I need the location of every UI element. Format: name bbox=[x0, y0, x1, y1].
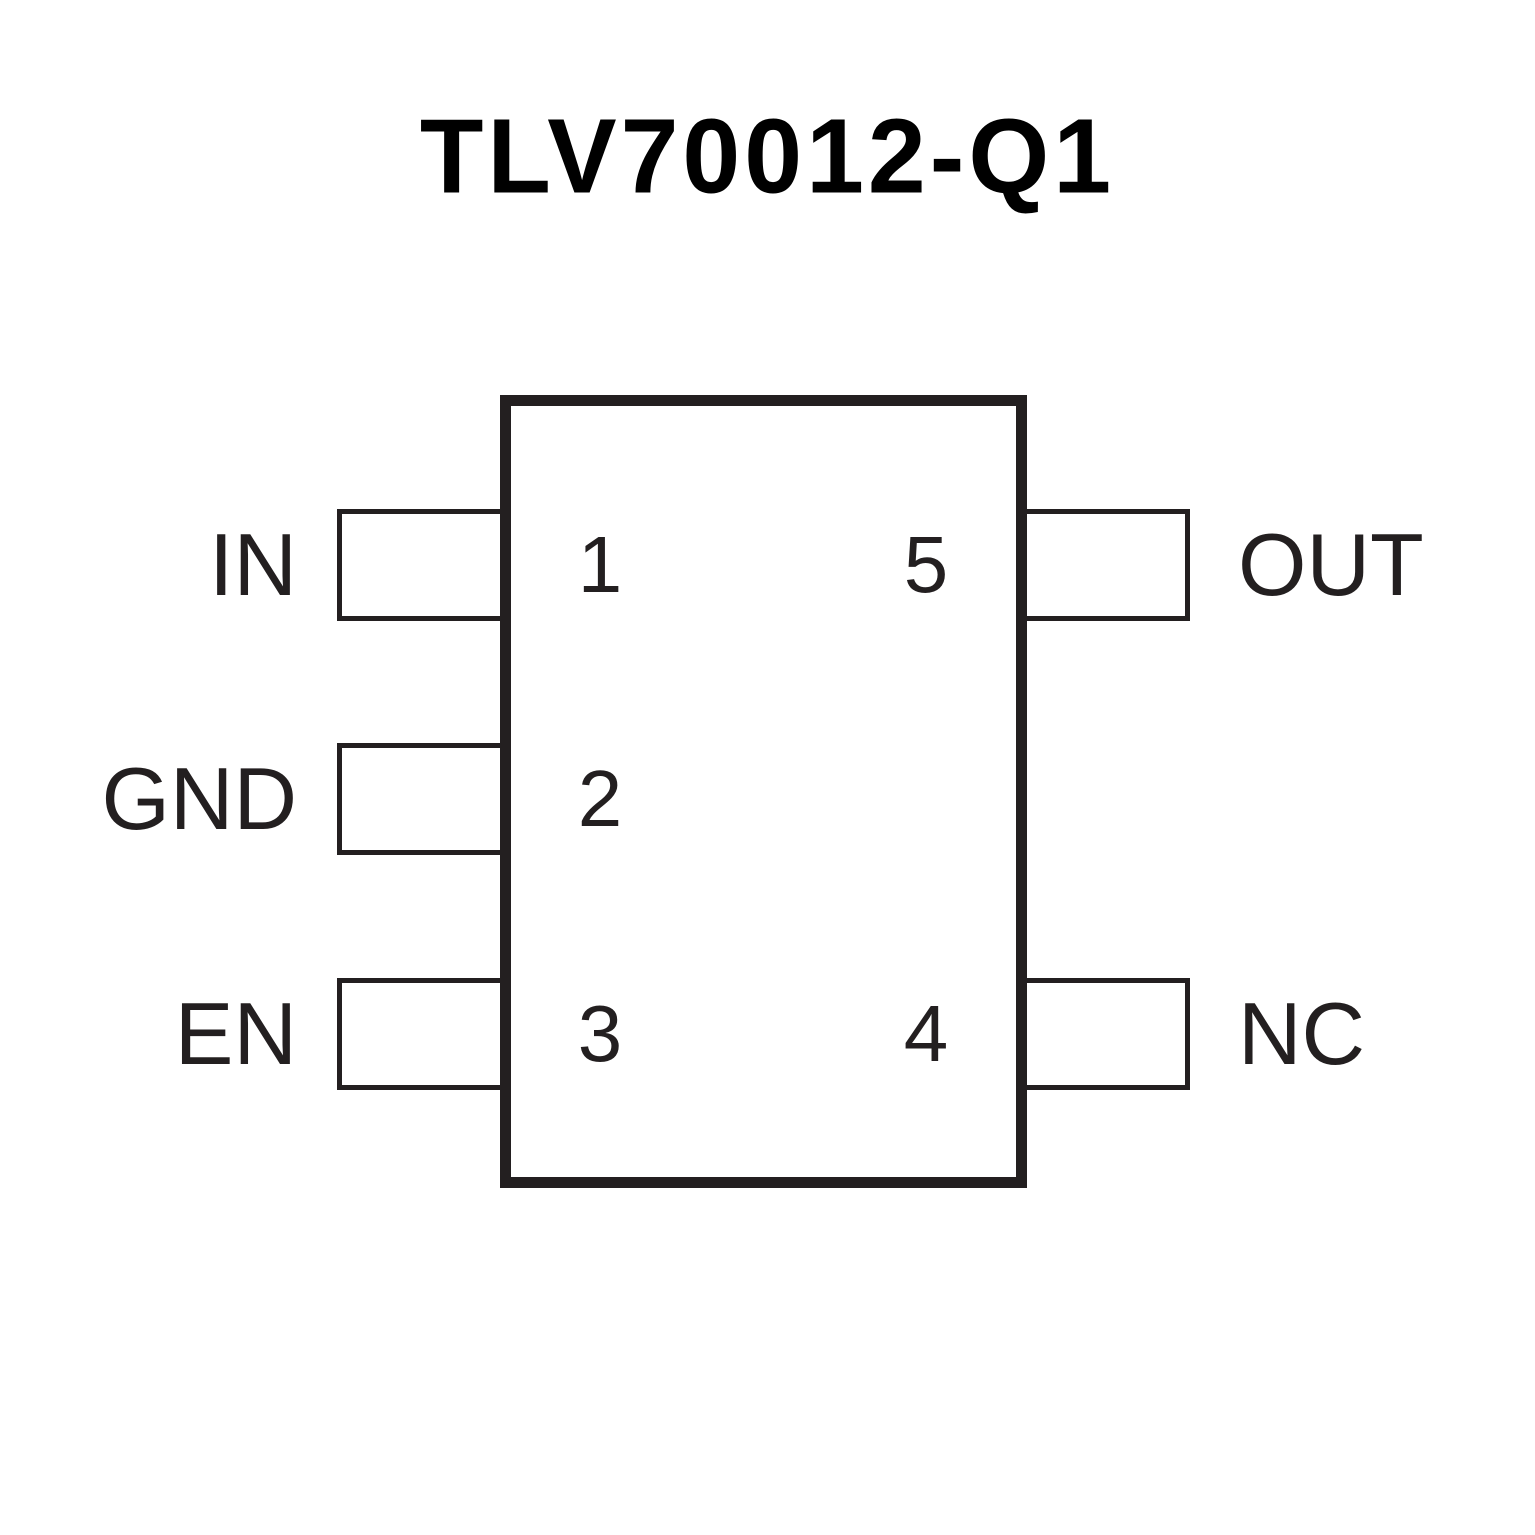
chip-title: TLV70012-Q1 bbox=[419, 97, 1116, 217]
pin-label-nc: NC bbox=[1238, 984, 1366, 1083]
pin-number-5: 5 bbox=[903, 520, 949, 609]
pin-label-out: OUT bbox=[1238, 515, 1424, 614]
pin-box-4 bbox=[1022, 978, 1190, 1090]
pin-box-3 bbox=[337, 978, 505, 1090]
pin-number-3: 3 bbox=[577, 989, 623, 1078]
chip-body bbox=[500, 395, 1027, 1188]
pin-number-4: 4 bbox=[903, 989, 949, 1078]
pin-box-2 bbox=[337, 743, 505, 855]
pin-box-5 bbox=[1022, 509, 1190, 621]
pin-box-1 bbox=[337, 509, 505, 621]
pin-number-2: 2 bbox=[577, 754, 623, 843]
pin-number-1: 1 bbox=[577, 520, 623, 609]
pin-label-gnd: GND bbox=[101, 749, 297, 848]
pin-label-en: EN bbox=[174, 984, 297, 1083]
pin-label-in: IN bbox=[209, 515, 297, 614]
